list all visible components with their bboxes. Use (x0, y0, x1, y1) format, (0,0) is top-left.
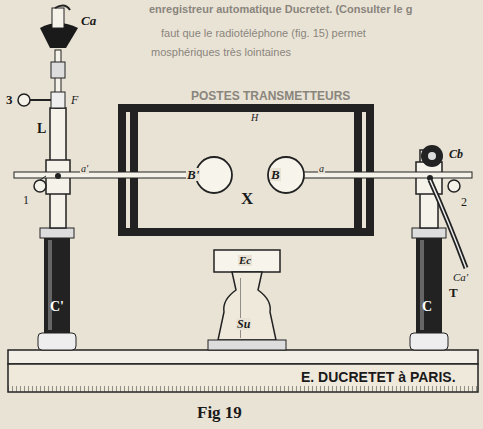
part-label: a' (80, 164, 89, 174)
part-label: C' (50, 300, 64, 314)
show-through-text: faut que le radiotéléphone (fig. 15) per… (160, 28, 367, 39)
part-label: 2 (460, 196, 468, 208)
show-through-text: enregistreur automatique Ducretet. (Cons… (148, 4, 413, 15)
part-label: C (422, 300, 432, 314)
part-label: T (448, 286, 459, 299)
part-label: H (250, 113, 259, 123)
part-label: B' (186, 168, 200, 181)
part-label: B (270, 168, 281, 181)
part-label: E. DUCRETET à PARIS. (300, 370, 457, 384)
show-through-text: mosphériques très lointaines (150, 47, 292, 58)
part-label: Ec (238, 255, 252, 266)
figure-caption: Fig 19 (196, 404, 243, 421)
part-label: 1 (22, 194, 30, 206)
part-label: X (240, 190, 254, 207)
part-label: F (70, 94, 79, 106)
part-label: Su (236, 318, 251, 330)
part-label: a (318, 164, 325, 174)
part-label: Ca' (452, 272, 469, 283)
part-label: 3 (5, 93, 14, 106)
part-label: Ca (80, 14, 97, 27)
show-through-text: POSTES TRANSMETTEURS (190, 90, 351, 102)
part-label: L (36, 122, 47, 136)
part-label: Cb (448, 148, 464, 160)
